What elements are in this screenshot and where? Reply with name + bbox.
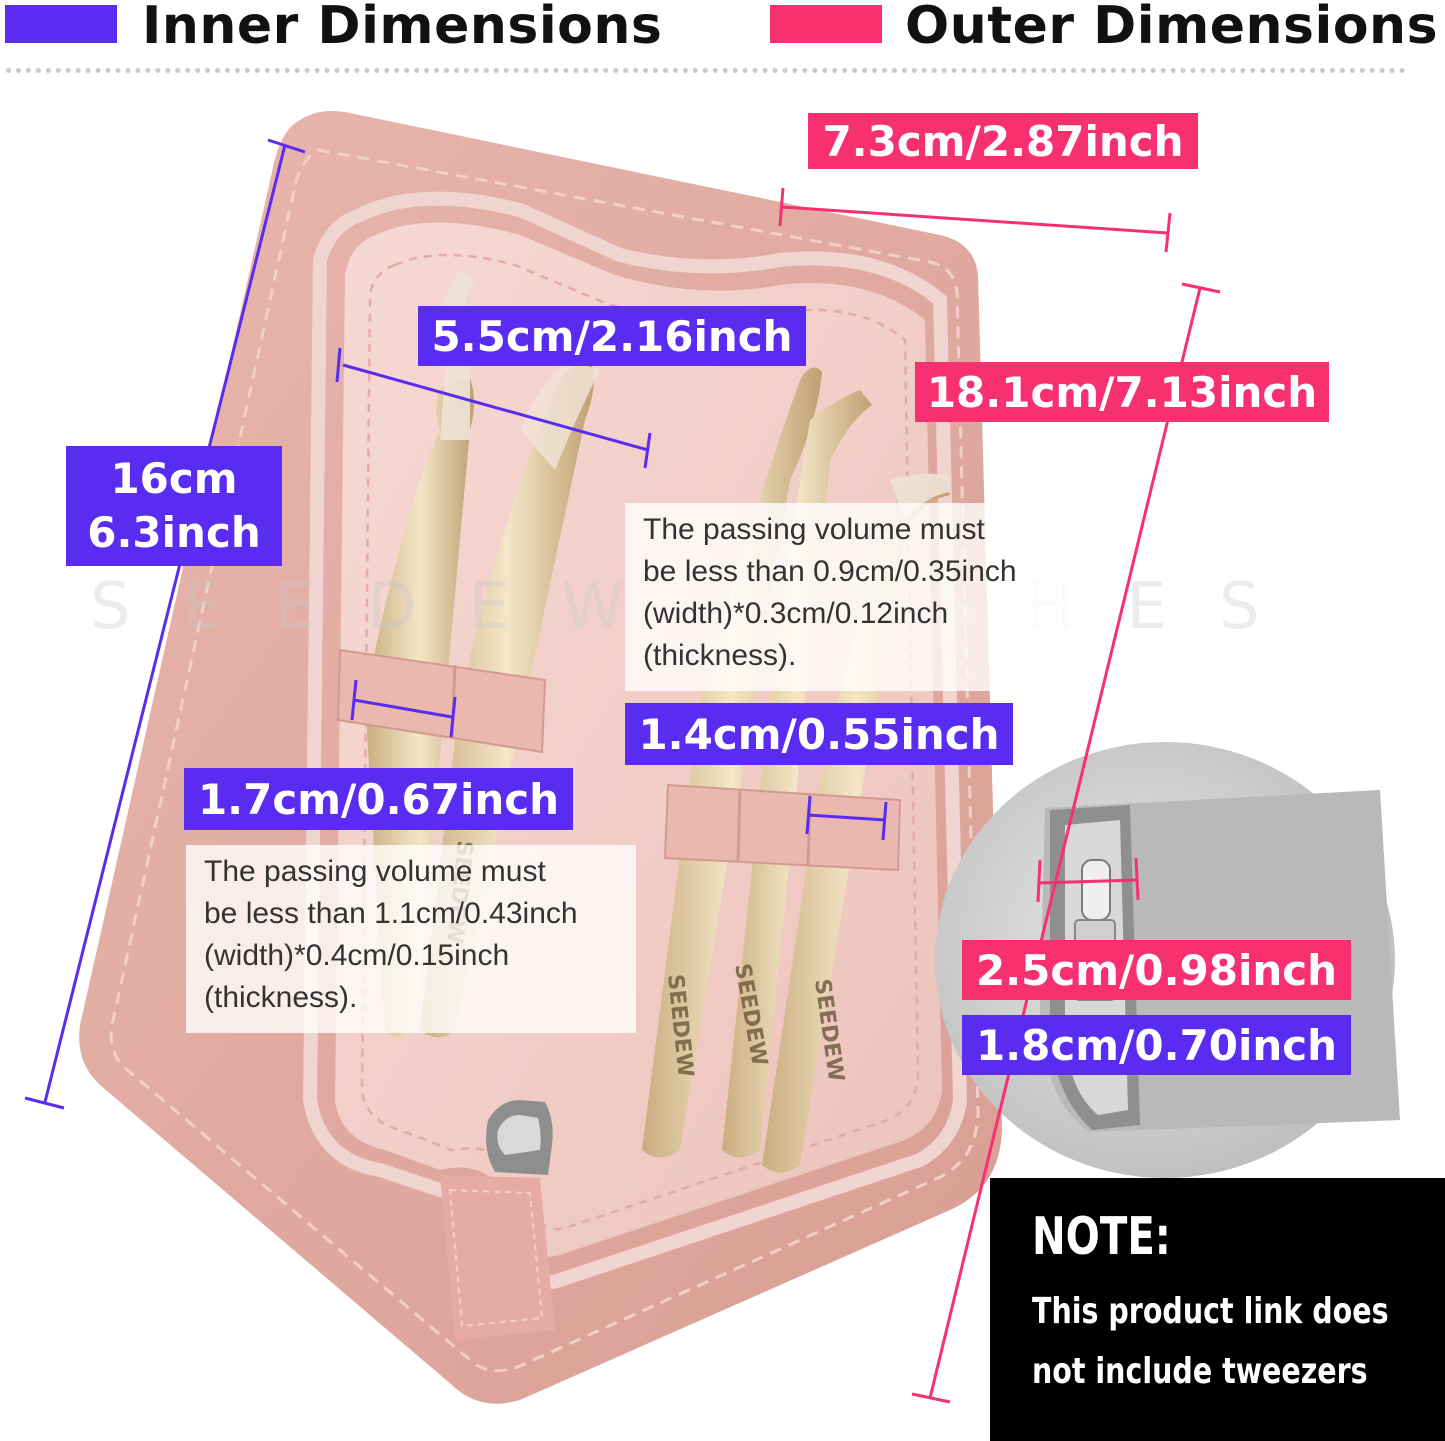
inner-length-tag: 16cm 6.3inch: [66, 446, 282, 566]
disclaimer-box: NOTE: This product link does not include…: [990, 1178, 1445, 1441]
left-strap-note-line: be less than 1.1cm/0.43inch: [204, 897, 578, 930]
outer-width-tag: 7.3cm/2.87inch: [808, 113, 1198, 169]
inner-measure-lines: [24, 138, 888, 1110]
left-strap-tag: 1.7cm/0.67inch: [184, 768, 573, 830]
right-strap-note-line: be less than 0.9cm/0.35inch: [643, 555, 1017, 588]
legend-divider: [6, 68, 1406, 73]
outer-legend-label: Outer Dimensions: [905, 0, 1439, 56]
right-strap-note-line: The passing volume must: [643, 513, 985, 546]
left-strap-note-line: The passing volume must: [204, 855, 546, 888]
outer-thickness-tag: 2.5cm/0.98inch: [962, 940, 1351, 1000]
inner-legend-swatch: [5, 5, 117, 43]
right-strap-note-line: (width)*0.3cm/0.12inch: [643, 597, 949, 630]
disclaimer-line: This product link does: [1032, 1291, 1389, 1332]
inner-width-tag: 5.5cm/2.16inch: [418, 306, 806, 366]
outer-legend-swatch: [770, 5, 882, 43]
inner-length-cm: 16cm: [110, 454, 238, 503]
left-strap-note: The passing volume must be less than 1.1…: [186, 845, 636, 1033]
right-strap-tag: 1.4cm/0.55inch: [625, 703, 1013, 765]
left-strap-note-line: (width)*0.4cm/0.15inch: [204, 939, 510, 972]
left-strap-note-line: (thickness).: [204, 981, 358, 1014]
tweezer-straps: [336, 648, 902, 872]
inner-legend-label: Inner Dimensions: [142, 0, 663, 56]
inner-length-inch: 6.3inch: [87, 508, 261, 557]
inner-thickness-tag: 1.8cm/0.70inch: [962, 1015, 1351, 1075]
outer-length-tag: 18.1cm/7.13inch: [915, 362, 1329, 422]
outer-measure-lines: [778, 187, 1221, 1404]
disclaimer-line: not include tweezers: [1032, 1351, 1368, 1392]
right-strap-note-line: (thickness).: [643, 639, 797, 672]
right-strap-note: The passing volume must be less than 0.9…: [625, 503, 1080, 691]
disclaimer-heading: NOTE:: [1032, 1207, 1171, 1267]
